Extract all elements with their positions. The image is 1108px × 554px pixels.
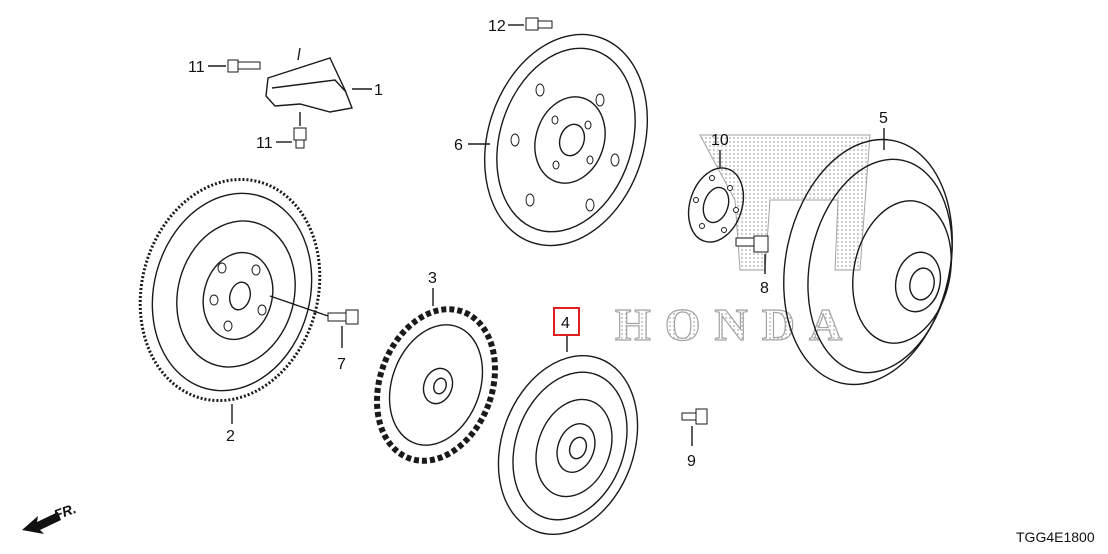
callout-1: 1	[374, 82, 383, 99]
honda-watermark-text: HONDA	[615, 299, 856, 350]
callout-7: 7	[337, 356, 346, 373]
callout-9: 9	[687, 453, 696, 470]
diagram-code: TGG4E1800	[1016, 529, 1095, 545]
callout-4-highlight-box	[553, 307, 580, 336]
part-9-bolt[interactable]	[681, 408, 708, 425]
callout-12: 12	[488, 18, 506, 35]
front-direction-arrow-icon	[22, 512, 61, 534]
callout-4[interactable]: 4	[561, 315, 570, 332]
callout-2: 2	[226, 428, 235, 445]
honda-watermark-logo: HONDA	[614, 134, 871, 351]
part-11-bolt-lower[interactable]	[293, 127, 307, 149]
part-1-bracket[interactable]	[265, 47, 353, 126]
callout-8: 8	[760, 280, 769, 297]
part-7-bolt[interactable]	[327, 309, 359, 325]
front-label: FR.	[52, 500, 79, 523]
part-10-plate[interactable]	[680, 161, 753, 249]
part-8-bolt[interactable]	[735, 235, 769, 253]
part-2-flywheel[interactable]	[116, 159, 344, 421]
part-4-clutch-cover[interactable]	[475, 336, 662, 554]
part-5-torque-converter[interactable]	[762, 124, 974, 401]
part-11-bolt-upper[interactable]	[227, 59, 261, 73]
callout-3: 3	[428, 270, 437, 287]
callout-11-lower: 11	[256, 135, 273, 152]
callout-10: 10	[711, 132, 729, 149]
part-3-clutch-disc[interactable]	[357, 293, 516, 478]
part-6-drive-plate[interactable]	[458, 13, 673, 267]
part-12-bolt[interactable]	[525, 17, 553, 31]
callout-5: 5	[879, 110, 888, 127]
callout-6: 6	[454, 137, 463, 154]
callout-11-upper: 11	[188, 59, 205, 76]
